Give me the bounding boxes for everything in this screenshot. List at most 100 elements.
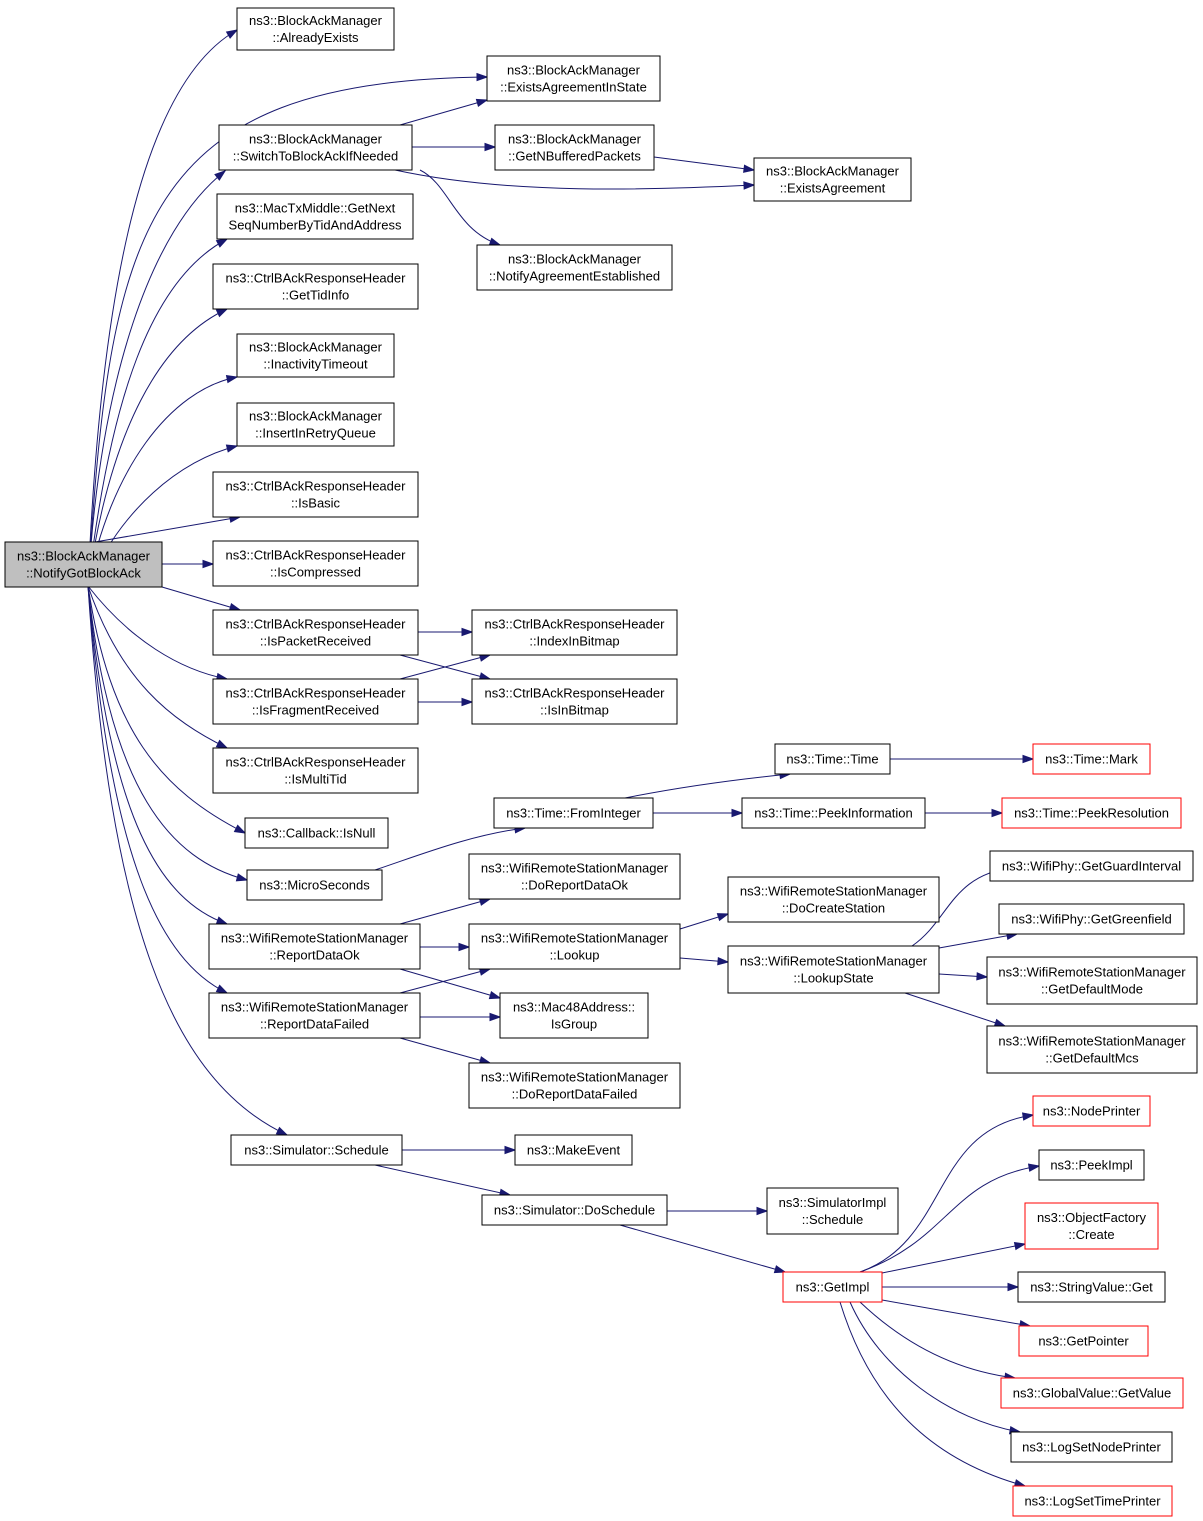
- edge-fromInteger-to-peekInformation: [653, 808, 744, 818]
- edge-reportDataOk-to-isGroup: [399, 968, 502, 1000]
- node-box: [468, 923, 681, 970]
- node-log-set-node-printer[interactable]: ns3::LogSetNodePrinter: [1010, 1431, 1173, 1463]
- node-label-line: ns3::Mac48Address::: [513, 1000, 635, 1015]
- node-peek-resolution[interactable]: ns3::Time::PeekResolution: [1001, 797, 1182, 829]
- node-insert-in-retry-queue[interactable]: ns3::BlockAckManager::InsertInRetryQueue: [236, 402, 395, 447]
- node-switch-to-block-ack[interactable]: ns3::BlockAckManager::SwitchToBlockAckIf…: [218, 124, 413, 171]
- node-box: [499, 992, 649, 1039]
- node-get-pointer[interactable]: ns3::GetPointer: [1018, 1325, 1149, 1357]
- node-is-fragment-received[interactable]: ns3::CtrlBAckResponseHeader::IsFragmentR…: [212, 678, 419, 725]
- node-label-line: ns3::LogSetTimePrinter: [1024, 1494, 1161, 1509]
- edge-getImpl-to-nodePrinter: [859, 1112, 1035, 1273]
- node-time-mark[interactable]: ns3::Time::Mark: [1032, 743, 1151, 775]
- node-box: [468, 1062, 681, 1109]
- arrowhead: [504, 1145, 517, 1155]
- node-peek-information[interactable]: ns3::Time::PeekInformation: [741, 797, 926, 829]
- node-get-next-seq[interactable]: ns3::MacTxMiddle::GetNextSeqNumberByTidA…: [216, 193, 414, 240]
- edge-getImpl-to-logSetNodePrinter: [849, 1301, 1022, 1435]
- node-sim-impl-schedule[interactable]: ns3::SimulatorImpl::Schedule: [766, 1187, 899, 1235]
- arrowhead: [484, 142, 497, 152]
- node-notify-agreement-established[interactable]: ns3::BlockAckManager::NotifyAgreementEst…: [476, 244, 673, 291]
- node-label-line: ns3::CtrlBAckResponseHeader: [226, 548, 407, 563]
- node-do-report-data-failed[interactable]: ns3::WifiRemoteStationManager::DoReportD…: [468, 1062, 681, 1109]
- node-inactivity-timeout[interactable]: ns3::BlockAckManager::InactivityTimeout: [236, 333, 395, 378]
- node-label-line: ns3::WifiRemoteStationManager: [740, 884, 928, 899]
- edge-root-to-reportDataFailed: [87, 585, 229, 994]
- node-global-value-get-value[interactable]: ns3::GlobalValue::GetValue: [1000, 1377, 1184, 1409]
- node-is-packet-received[interactable]: ns3::CtrlBAckResponseHeader::IsPacketRec…: [212, 609, 419, 656]
- arrowhead: [717, 956, 730, 966]
- node-label-line: ns3::CtrlBAckResponseHeader: [485, 617, 666, 632]
- node-box: [230, 1134, 403, 1166]
- edge-lookupState-to-getDefaultMode: [938, 972, 989, 981]
- node-label-line: ns3::BlockAckManager: [249, 132, 383, 147]
- arrowhead: [214, 170, 227, 181]
- node-string-value-get[interactable]: ns3::StringValue::Get: [1017, 1271, 1166, 1303]
- arrowhead: [225, 29, 239, 39]
- node-node-printer[interactable]: ns3::NodePrinter: [1032, 1095, 1151, 1127]
- edge-getImpl-to-objectFactoryCreate: [881, 1241, 1027, 1274]
- node-label-line: ns3::WifiRemoteStationManager: [998, 965, 1186, 980]
- arrowhead: [716, 913, 730, 922]
- node-label-line: ns3::CtrlBAckResponseHeader: [226, 271, 407, 286]
- node-root[interactable]: ns3::BlockAckManager::NotifyGotBlockAck: [4, 541, 163, 588]
- arrowhead: [488, 991, 502, 1000]
- node-box: [494, 124, 655, 171]
- node-exists-agreement-in-state[interactable]: ns3::BlockAckManager::ExistsAgreementInS…: [486, 55, 661, 102]
- node-label-line: ns3::BlockAckManager: [508, 252, 642, 267]
- node-label-line: ns3::PeekImpl: [1050, 1158, 1132, 1173]
- node-label-line: ns3::Time::Mark: [1045, 752, 1138, 767]
- node-label-line: ns3::Time::PeekResolution: [1014, 806, 1169, 821]
- node-get-guard-interval[interactable]: ns3::WifiPhy::GetGuardInterval: [989, 850, 1194, 882]
- node-box: [1017, 1271, 1166, 1303]
- node-get-tid-info[interactable]: ns3::CtrlBAckResponseHeader::GetTidInfo: [212, 263, 419, 310]
- node-object-factory-create[interactable]: ns3::ObjectFactory::Create: [1024, 1202, 1159, 1250]
- arrowhead: [461, 627, 474, 637]
- node-box: [212, 540, 419, 587]
- node-label-line: ::ExistsAgreement: [780, 181, 886, 196]
- node-label-line: ::Lookup: [550, 948, 600, 963]
- node-label-line: ::ReportDataFailed: [260, 1017, 369, 1032]
- node-get-impl[interactable]: ns3::GetImpl: [782, 1271, 883, 1303]
- node-time-time[interactable]: ns3::Time::Time: [774, 743, 891, 775]
- node-get-greenfield[interactable]: ns3::WifiPhy::GetGreenfield: [998, 903, 1185, 935]
- node-get-default-mcs[interactable]: ns3::WifiRemoteStationManager::GetDefaul…: [986, 1025, 1198, 1074]
- node-log-set-time-printer[interactable]: ns3::LogSetTimePrinter: [1012, 1485, 1173, 1517]
- node-do-schedule[interactable]: ns3::Simulator::DoSchedule: [481, 1194, 668, 1226]
- node-index-in-bitmap[interactable]: ns3::CtrlBAckResponseHeader::IndexInBitm…: [471, 609, 678, 656]
- node-report-data-ok[interactable]: ns3::WifiRemoteStationManager::ReportDat…: [208, 923, 421, 970]
- nodes-layer: ns3::BlockAckManager::NotifyGotBlockAckn…: [4, 7, 1198, 1517]
- node-micro-seconds[interactable]: ns3::MicroSeconds: [246, 869, 383, 901]
- node-make-event[interactable]: ns3::MakeEvent: [514, 1134, 633, 1166]
- node-is-basic[interactable]: ns3::CtrlBAckResponseHeader::IsBasic: [212, 471, 419, 518]
- node-get-n-buffered-packets[interactable]: ns3::BlockAckManager::GetNBufferedPacket…: [494, 124, 655, 171]
- node-box: [471, 678, 678, 725]
- node-label-line: ns3::Time::Time: [786, 752, 878, 767]
- node-from-integer[interactable]: ns3::Time::FromInteger: [493, 797, 654, 829]
- node-callback-is-null[interactable]: ns3::Callback::IsNull: [244, 817, 389, 849]
- node-is-in-bitmap[interactable]: ns3::CtrlBAckResponseHeader::IsInBitmap: [471, 678, 678, 725]
- edge-root-to-switchToBlockAck: [87, 170, 227, 587]
- edge-line: [399, 1037, 491, 1064]
- edge-root-to-getNextSeq: [87, 238, 229, 587]
- node-is-compressed[interactable]: ns3::CtrlBAckResponseHeader::IsCompresse…: [212, 540, 419, 587]
- node-lookup[interactable]: ns3::WifiRemoteStationManager::Lookup: [468, 923, 681, 970]
- node-already-exists[interactable]: ns3::BlockAckManager::AlreadyExists: [236, 7, 395, 51]
- node-peek-impl[interactable]: ns3::PeekImpl: [1038, 1149, 1145, 1181]
- node-get-default-mode[interactable]: ns3::WifiRemoteStationManager::GetDefaul…: [986, 956, 1198, 1005]
- node-label-line: ns3::BlockAckManager: [508, 132, 642, 147]
- arrowhead: [225, 444, 239, 453]
- node-do-create-station[interactable]: ns3::WifiRemoteStationManager::DoCreateS…: [727, 876, 940, 923]
- node-is-group[interactable]: ns3::Mac48Address::IsGroup: [499, 992, 649, 1039]
- node-exists-agreement[interactable]: ns3::BlockAckManager::ExistsAgreement: [753, 157, 912, 202]
- node-report-data-failed[interactable]: ns3::WifiRemoteStationManager::ReportDat…: [208, 992, 421, 1039]
- node-do-report-data-ok[interactable]: ns3::WifiRemoteStationManager::DoReportD…: [468, 853, 681, 900]
- edge-line: [904, 992, 1006, 1027]
- node-is-multi-tid[interactable]: ns3::CtrlBAckResponseHeader::IsMultiTid: [212, 747, 419, 794]
- node-label-line: ns3::WifiPhy::GetGuardInterval: [1002, 859, 1181, 874]
- node-box: [468, 853, 681, 900]
- node-label-line: ns3::CtrlBAckResponseHeader: [226, 755, 407, 770]
- node-sim-schedule[interactable]: ns3::Simulator::Schedule: [230, 1134, 403, 1166]
- arrowhead: [475, 98, 489, 107]
- node-lookup-state[interactable]: ns3::WifiRemoteStationManager::LookupSta…: [727, 945, 940, 994]
